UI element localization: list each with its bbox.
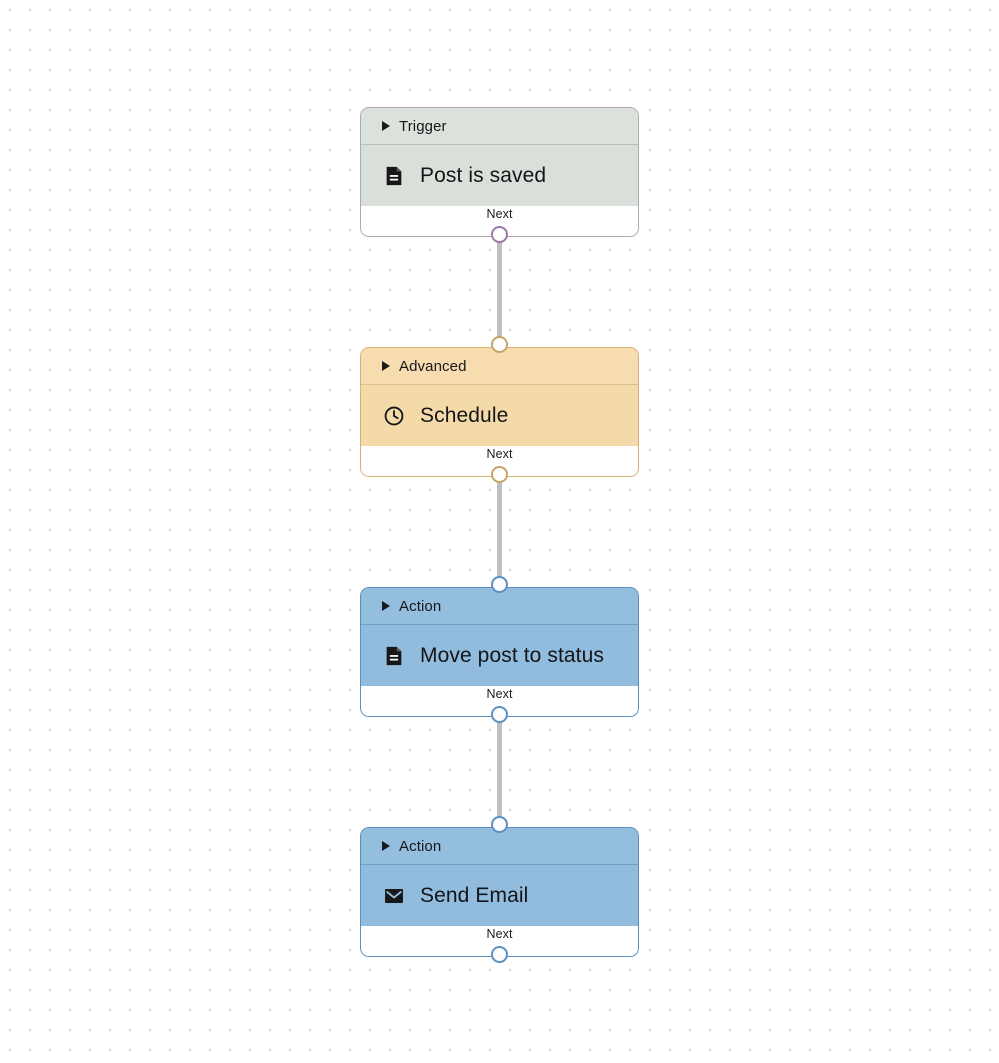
workflow-node-trigger[interactable]: Trigger Post is saved Next — [360, 107, 639, 237]
node-body-action-move[interactable]: Move post to status — [361, 625, 638, 686]
node-header-action-email[interactable]: Action — [361, 828, 638, 865]
node-category-label: Action — [399, 837, 442, 855]
envelope-icon — [382, 884, 405, 907]
node-next-label: Next — [486, 447, 513, 461]
clock-icon — [382, 404, 405, 427]
node-title-label: Schedule — [420, 403, 509, 427]
connector-port-action-email-next[interactable] — [491, 946, 508, 963]
document-icon — [382, 644, 405, 667]
workflow-node-action-move[interactable]: Action Move post to status Next — [360, 587, 639, 717]
connector-port-advanced-in[interactable] — [491, 336, 508, 353]
disclosure-triangle-icon[interactable] — [382, 361, 390, 371]
node-header-trigger[interactable]: Trigger — [361, 108, 638, 145]
node-category-label: Action — [399, 597, 442, 615]
disclosure-triangle-icon[interactable] — [382, 601, 390, 611]
document-icon — [382, 164, 405, 187]
node-header-action-move[interactable]: Action — [361, 588, 638, 625]
node-body-advanced[interactable]: Schedule — [361, 385, 638, 446]
node-body-trigger[interactable]: Post is saved — [361, 145, 638, 206]
connector-port-action-email-in[interactable] — [491, 816, 508, 833]
edge-trigger-to-advanced — [497, 234, 502, 346]
connector-port-action-move-in[interactable] — [491, 576, 508, 593]
node-title-label: Move post to status — [420, 643, 604, 667]
connector-port-action-move-next[interactable] — [491, 706, 508, 723]
node-header-advanced[interactable]: Advanced — [361, 348, 638, 385]
node-title-label: Post is saved — [420, 163, 547, 187]
edge-advanced-to-action-move — [497, 474, 502, 586]
connector-port-advanced-next[interactable] — [491, 466, 508, 483]
node-body-action-email[interactable]: Send Email — [361, 865, 638, 926]
node-next-label: Next — [486, 207, 513, 221]
workflow-node-action-email[interactable]: Action Send Email Next — [360, 827, 639, 957]
node-next-label: Next — [486, 927, 513, 941]
node-title-label: Send Email — [420, 883, 529, 907]
disclosure-triangle-icon[interactable] — [382, 841, 390, 851]
node-next-label: Next — [486, 687, 513, 701]
connector-port-trigger-next[interactable] — [491, 226, 508, 243]
workflow-node-advanced[interactable]: Advanced Schedule Next — [360, 347, 639, 477]
edge-action-move-to-action-email — [497, 714, 502, 826]
node-category-label: Trigger — [399, 117, 447, 135]
node-category-label: Advanced — [399, 357, 467, 375]
disclosure-triangle-icon[interactable] — [382, 121, 390, 131]
